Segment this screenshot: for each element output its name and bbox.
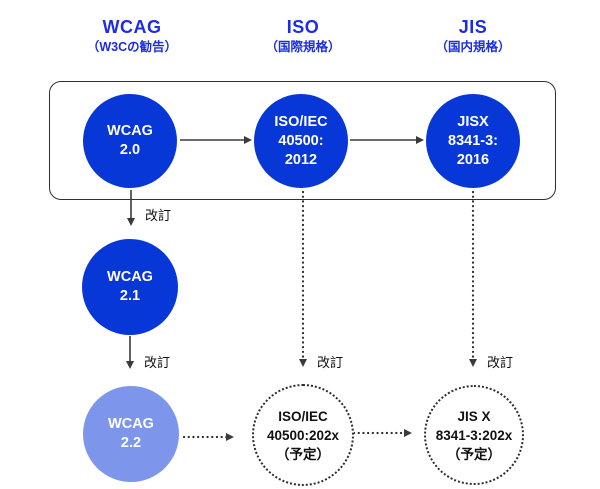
column-subtitle-iso: （国際規格） [265,40,341,54]
column-header-iso: ISO （国際規格） [265,16,340,57]
node-wcag-2-2: WCAG 2.2 [83,386,179,482]
node-jis-x-8341-3-202x-label: JIS X 8341-3:202x （予定） [435,408,513,462]
node-wcag-2-0-label: WCAG 2.0 [107,123,153,158]
node-jisx-8341-3-2016-label: JISX 8341-3: 2016 [448,113,498,168]
column-title-iso: ISO [286,17,320,37]
node-iso-iec-40500-202x-planned: ISO/IEC 40500:202x （予定） [252,384,354,486]
column-header-wcag: WCAG （W3Cの勧告） [87,16,177,57]
node-wcag-2-0: WCAG 2.0 [83,94,177,188]
node-iso-iec-40500-202x-label: ISO/IEC 40500:202x （予定） [266,408,340,462]
revision-label-wcag20-wcag21: 改訂 [145,208,172,223]
node-jis-x-8341-3-202x-planned: JIS X 8341-3:202x （予定） [424,385,524,485]
revision-label-jis2016-jis202x: 改訂 [487,355,514,370]
node-jisx-8341-3-2016: JISX 8341-3: 2016 [426,94,520,188]
node-iso-iec-40500-2012-label: ISO/IEC 40500: 2012 [274,113,328,168]
column-header-jis: JIS （国内規格） [435,16,510,57]
revision-label-iso2012-iso202x: 改訂 [317,355,344,370]
column-subtitle-jis: （国内規格） [435,40,511,54]
node-wcag-2-1: WCAG 2.1 [82,239,178,335]
node-wcag-2-1-label: WCAG 2.1 [107,269,153,304]
column-title-jis: JIS [458,17,488,37]
column-subtitle-wcag: （W3Cの勧告） [86,40,178,54]
node-iso-iec-40500-2012: ISO/IEC 40500: 2012 [254,94,348,188]
node-wcag-2-2-label: WCAG 2.2 [108,416,154,451]
revision-label-wcag21-wcag22: 改訂 [144,355,171,370]
column-title-wcag: WCAG [102,17,162,37]
